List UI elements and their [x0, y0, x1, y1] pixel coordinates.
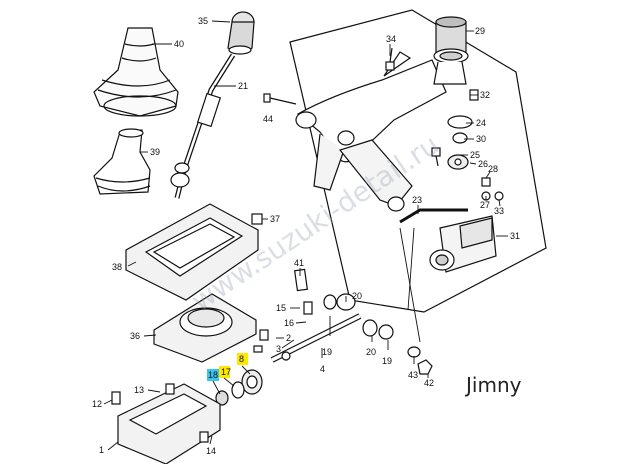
callout-14: 14 [206, 446, 216, 456]
callout-28: 28 [488, 164, 498, 174]
callout-15: 15 [276, 303, 286, 313]
callout-38: 38 [112, 262, 122, 272]
callout-39: 39 [150, 147, 160, 157]
shift-boot [93, 27, 179, 117]
shift-shaft [253, 268, 433, 375]
callout-32: 32 [480, 90, 490, 100]
callout-26: 26 [478, 159, 488, 169]
callout-2: 2 [286, 333, 291, 343]
connecting-rod [399, 208, 468, 224]
gear-knob [227, 11, 255, 55]
callout-33: 33 [494, 206, 504, 216]
cable-end [429, 215, 497, 273]
callout-20a: 20 [352, 291, 362, 301]
callout-19a: 19 [322, 347, 332, 357]
callout-43: 43 [408, 370, 418, 380]
callout-29: 29 [475, 26, 485, 36]
bushings [447, 115, 473, 170]
callout-16: 16 [284, 318, 294, 328]
highlight-18 [207, 369, 219, 381]
callout-19b: 19 [382, 356, 392, 366]
boot-plate [153, 293, 257, 363]
guide-plate [125, 203, 259, 301]
callout-labels: 35 40 21 39 34 29 32 44 24 30 25 26 28 2… [92, 16, 520, 456]
callout-34: 34 [386, 34, 396, 44]
callout-25: 25 [470, 150, 480, 160]
callout-20b: 20 [366, 347, 376, 357]
callout-35: 35 [198, 16, 208, 26]
callout-18: 18 [208, 370, 218, 380]
callout-44: 44 [263, 114, 273, 124]
callout-13: 13 [134, 385, 144, 395]
callout-31: 31 [510, 231, 520, 241]
model-label: Jimny [466, 373, 522, 397]
callout-1: 1 [99, 445, 104, 455]
callout-3: 3 [276, 344, 281, 354]
callout-8: 8 [239, 354, 244, 364]
callout-23: 23 [412, 195, 422, 205]
callout-24: 24 [476, 118, 486, 128]
callout-17: 17 [221, 367, 231, 377]
leader-lines [103, 20, 508, 451]
shift-lever [170, 53, 236, 199]
callout-42: 42 [424, 378, 434, 388]
shaft-seals [215, 369, 263, 406]
callout-4: 4 [320, 364, 325, 374]
callout-36: 36 [130, 331, 140, 341]
callout-41: 41 [294, 258, 304, 268]
inner-boot [93, 128, 151, 195]
callout-40: 40 [174, 39, 184, 49]
callout-30: 30 [476, 134, 486, 144]
callout-27: 27 [480, 200, 490, 210]
lever-case [111, 383, 221, 464]
callout-37: 37 [270, 214, 280, 224]
highlight-17 [219, 366, 230, 378]
linkage-bracket [295, 51, 447, 212]
highlight-8 [237, 353, 248, 365]
callout-12: 12 [92, 399, 102, 409]
pivot-cup [433, 16, 469, 85]
callout-21: 21 [238, 81, 248, 91]
